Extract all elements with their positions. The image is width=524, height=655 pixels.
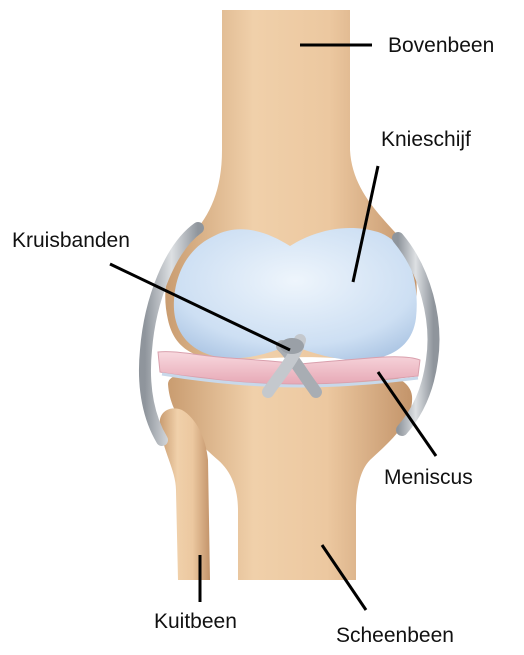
label-knieschijf: Knieschijf [381,128,471,152]
label-meniscus: Meniscus [384,466,473,490]
label-bovenbeen: Bovenbeen [388,34,494,58]
label-scheenbeen: Scheenbeen [336,624,454,648]
label-kuitbeen: Kuitbeen [154,610,237,634]
label-kruisbanden: Kruisbanden [12,229,130,253]
